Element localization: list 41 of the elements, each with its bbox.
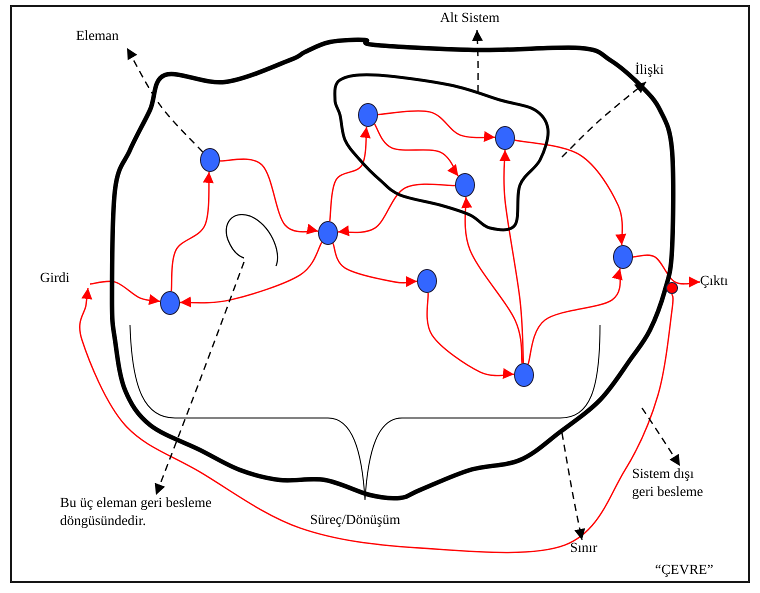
leader-arrow [641, 408, 681, 466]
arrow [338, 183, 455, 237]
brace-label: Süreç/Dönüşüm [310, 512, 402, 530]
element-node [455, 173, 475, 197]
element-node [200, 148, 220, 172]
arrow [180, 242, 322, 308]
leader-arrow [154, 262, 245, 496]
arrow [332, 243, 418, 288]
arrow [528, 268, 624, 364]
arrow [374, 124, 459, 176]
arrow [499, 150, 524, 364]
arrow [378, 110, 496, 142]
element-node [417, 269, 437, 293]
callout-label: Bu üç eleman geri besleme döngüsündedir. [60, 495, 245, 531]
environment-label: “ÇEVRE” [655, 562, 714, 580]
arrow [220, 158, 318, 236]
arrow [426, 292, 514, 380]
callout-label: İlişki [635, 62, 680, 80]
element-node [160, 291, 180, 315]
leader-arrow [126, 48, 204, 152]
element-node [358, 103, 378, 127]
callout-label: Girdi [40, 270, 90, 288]
element-node [495, 126, 515, 150]
arrow [170, 172, 214, 292]
callout-label: Eleman [76, 28, 130, 46]
element-node [318, 221, 338, 245]
callout-label: Sınır [570, 540, 610, 558]
callout-label: Alt Sistem [440, 10, 514, 28]
callout-label: Sistem dışı geri besleme [632, 466, 712, 502]
arrow [79, 288, 674, 554]
element-node [613, 245, 633, 269]
arrow [514, 140, 627, 246]
arrow [329, 126, 372, 222]
arrow [460, 196, 523, 364]
element-node [514, 363, 534, 387]
leader-arrow [561, 432, 586, 540]
callout-label: Çıktı [700, 273, 744, 291]
arrow [632, 254, 700, 288]
leader-arrow [472, 30, 483, 92]
arrow [90, 280, 160, 306]
leader-arrow [562, 81, 646, 158]
